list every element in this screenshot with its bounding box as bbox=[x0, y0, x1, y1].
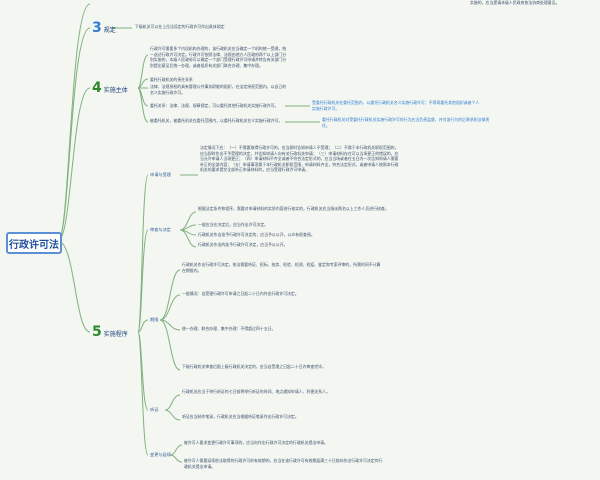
b5-sub-qixian[interactable]: 期限 bbox=[150, 317, 159, 322]
b5-shencha-leaf-2: 一般应当在决定后，应当作出许可决定。 bbox=[198, 222, 269, 227]
branch-4[interactable]: 4 实施主体 bbox=[92, 80, 128, 96]
top-right-leaf: 实施的，应当提请本级人民政府依法协商处理意见。 bbox=[470, 0, 560, 5]
b4-side-2: 委托行政机关对受委托行政机关实施行政许可的行为应当负责监督，并对该行为的后果承担… bbox=[322, 117, 490, 128]
b5-tingzheng-leaf-2: 听证应当制作笔录，行政机关应当根据听证笔录作出行政许可决定。 bbox=[182, 414, 299, 419]
b5-sub-shencha[interactable]: 审查与决定 bbox=[150, 227, 171, 232]
b4-node-5: 被委托机关，被委托机关在委托范围内，以委托行政机关名义实施行政许可。 bbox=[150, 118, 283, 123]
b5-qixian-leaf-3: 统一办理、联合办理、集中办理：不得超过四十五日。 bbox=[182, 326, 276, 331]
b5-qixian-leaf-4: 下级行政机关审查后报上级行政机关决定的，应当自受理之日起二十日内审查完毕。 bbox=[182, 364, 326, 369]
b4-side-1: 受委托行政机关在委托范围内，以委托行政机关名义实施行政许可；不得再委托其他组织或… bbox=[312, 100, 480, 111]
b4-node-1: 行政许可需要多个内设机构办理的，该行政机关应当确定一个机构统一受理，统一送达行政… bbox=[150, 46, 287, 68]
b4-node-4: 委托关系：法律、法规、规章规定，可以委托其他行政机关实施行政许可。 bbox=[150, 103, 279, 108]
b5-sub-shenqing[interactable]: 申请与受理 bbox=[150, 172, 171, 177]
b3-leaf: 下级机关可以在上位法设定的行政许可作出具体规定 bbox=[135, 24, 225, 29]
b4-node-2: 委托行政机关的责任关系 bbox=[150, 77, 193, 82]
b5-biangeng-leaf-2: 被许可人需要延续依法取得的行政许可的有效期的，应当在该行政许可有效期届满三十日前… bbox=[184, 458, 383, 469]
b5-biangeng-leaf-1: 被许可人要求变更行政许可事项的，应当向作出行政许可决定的行政机关提出申请。 bbox=[184, 440, 328, 445]
b5-shencha-leaf-1: 根据法定条件和程序，需要对申请材料的实质内容进行核实的，行政机关应当指派两名以上… bbox=[198, 206, 389, 211]
branch-5-number: 5 bbox=[92, 324, 102, 340]
root-node[interactable]: 行政许可法 bbox=[6, 232, 62, 254]
b5-tingzheng-leaf-1: 行政机关应当于举行听证的七日前将举行听证的时间、地点通知申请人、利害关系人。 bbox=[182, 389, 330, 394]
root-label: 行政许可法 bbox=[9, 239, 59, 251]
b5-qixian-leaf-2: 一般情况：自受理行政许可申请之日起二十日内作出行政许可决定。 bbox=[182, 291, 299, 296]
branch-5[interactable]: 5 实施程序 bbox=[92, 324, 128, 340]
b5-shenqing-leaf: 法定情况下应：（一）不需要取得行政许可的，应当即时告知申请人不受理；（二）不属于… bbox=[200, 145, 399, 173]
b5-qixian-leaf-1: 行政机关作出行政许可决定，依法需要听证、招标、拍卖、检验、检测、检疫、鉴定和专家… bbox=[182, 262, 381, 273]
branch-5-label: 实施程序 bbox=[103, 331, 128, 338]
b5-shencha-leaf-4: 行政机关作出的准予行政许可决定，应当予以公开。 bbox=[198, 242, 288, 247]
b5-sub-tingzheng[interactable]: 听证 bbox=[150, 407, 159, 412]
branch-3-number: 3 bbox=[92, 20, 102, 36]
branch-4-label: 实施主体 bbox=[103, 87, 128, 94]
b4-node-3: 法律、法规授权的具有管理公共事务职能的组织，在法定授权范围内，以自己的名义实施行… bbox=[150, 84, 287, 95]
branch-4-number: 4 bbox=[92, 80, 102, 96]
b5-shencha-leaf-3: 行政机关作出准予行政许可决定的，应当予以公开，公众有权查阅。 bbox=[198, 232, 315, 237]
branch-3[interactable]: 3 规定 bbox=[92, 20, 116, 36]
branch-3-label: 规定 bbox=[103, 27, 116, 34]
b5-sub-biangeng[interactable]: 变更与延续 bbox=[150, 452, 171, 457]
